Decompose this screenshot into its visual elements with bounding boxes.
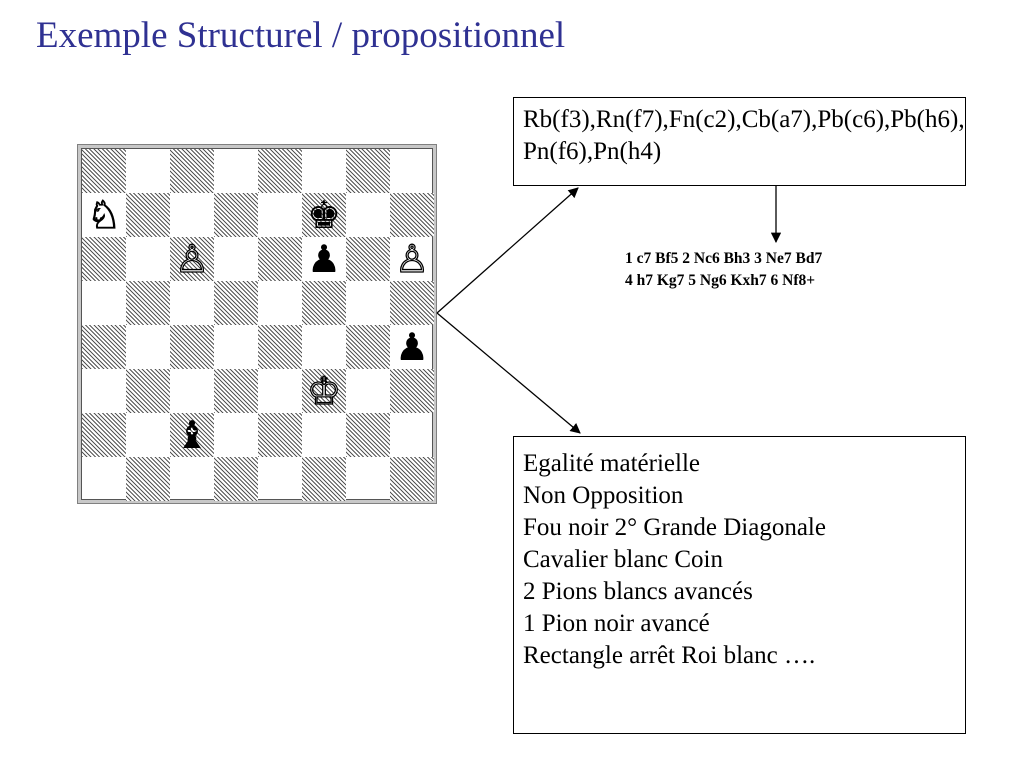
feature-line: Cavalier blanc Coin: [523, 546, 723, 573]
square-a2: [82, 413, 126, 457]
feature-line: 1 Pion noir avancé: [523, 610, 710, 637]
square-g2: [346, 413, 390, 457]
position-description-box: Rb(f3),Rn(f7),Fn(c2),Cb(a7),Pb(c6),Pb(h6…: [513, 97, 966, 186]
square-e8: [258, 149, 302, 193]
square-a4: [82, 325, 126, 369]
features-box: Egalité matérielle Non Opposition Fou no…: [513, 436, 966, 734]
position-description-text: Rb(f3),Rn(f7),Fn(c2),Cb(a7),Pb(c6),Pb(h6…: [523, 106, 965, 165]
square-h7: [390, 193, 434, 237]
chess-board: ♔ ♚ ♝ ♘ ♙ ♙ ♟ ♟: [77, 144, 437, 504]
square-g4: [346, 325, 390, 369]
square-g6: [346, 237, 390, 281]
arrow-to-position-box: [436, 187, 579, 314]
square-e4: [258, 325, 302, 369]
square-c6: [170, 237, 214, 281]
white-pawn-icon: ♙: [174, 236, 210, 281]
move-line-1: 1 c7 Bf5 2 Nc6 Bh3 3 Ne7 Bd7: [625, 250, 823, 267]
square-a8: [82, 149, 126, 193]
black-king-icon: ♚: [306, 193, 342, 237]
white-knight-icon: ♘: [86, 192, 122, 237]
feature-line: Egalité matérielle: [523, 450, 700, 477]
feature-line: 2 Pions blancs avancés: [523, 578, 753, 605]
white-pawn-icon: ♙: [394, 236, 430, 281]
square-h3: [390, 369, 434, 413]
move-sequence: 1 c7 Bf5 2 Nc6 Bh3 3 Ne7 Bd7 4 h7 Kg7 5 …: [625, 248, 822, 292]
feature-line: Fou noir 2° Grande Diagonale: [523, 514, 826, 541]
move-line-2: 4 h7 Kg7 5 Ng6 Kxh7 6 Nf8+: [625, 272, 816, 289]
square-f1: [302, 457, 346, 501]
arrow-to-features-box: [436, 312, 581, 434]
white-king-icon: ♔: [306, 368, 342, 413]
chess-board-grid: ♔ ♚ ♝ ♘ ♙ ♙ ♟ ♟: [81, 148, 434, 501]
square-c2: [170, 413, 214, 457]
square-d1: [214, 457, 258, 501]
square-a6: [82, 237, 126, 281]
square-h1: [390, 457, 434, 501]
square-f5: [302, 281, 346, 325]
black-pawn-icon: ♟: [394, 325, 430, 369]
square-b7: [126, 193, 170, 237]
square-f3: [302, 369, 346, 413]
square-b1: [126, 457, 170, 501]
square-b3: [126, 369, 170, 413]
black-pawn-icon: ♟: [306, 237, 342, 281]
square-e6: [258, 237, 302, 281]
feature-line: Non Opposition: [523, 482, 684, 509]
square-c4: [170, 325, 214, 369]
feature-line: Rectangle arrêt Roi blanc ….: [523, 642, 816, 669]
square-h5: [390, 281, 434, 325]
square-d5: [214, 281, 258, 325]
square-c8: [170, 149, 214, 193]
square-d3: [214, 369, 258, 413]
square-b5: [126, 281, 170, 325]
square-g8: [346, 149, 390, 193]
square-d7: [214, 193, 258, 237]
square-f7: [302, 193, 346, 237]
slide-title: Exemple Structurel / propositionnel: [36, 15, 566, 56]
black-bishop-icon: ♝: [174, 413, 210, 457]
square-e2: [258, 413, 302, 457]
